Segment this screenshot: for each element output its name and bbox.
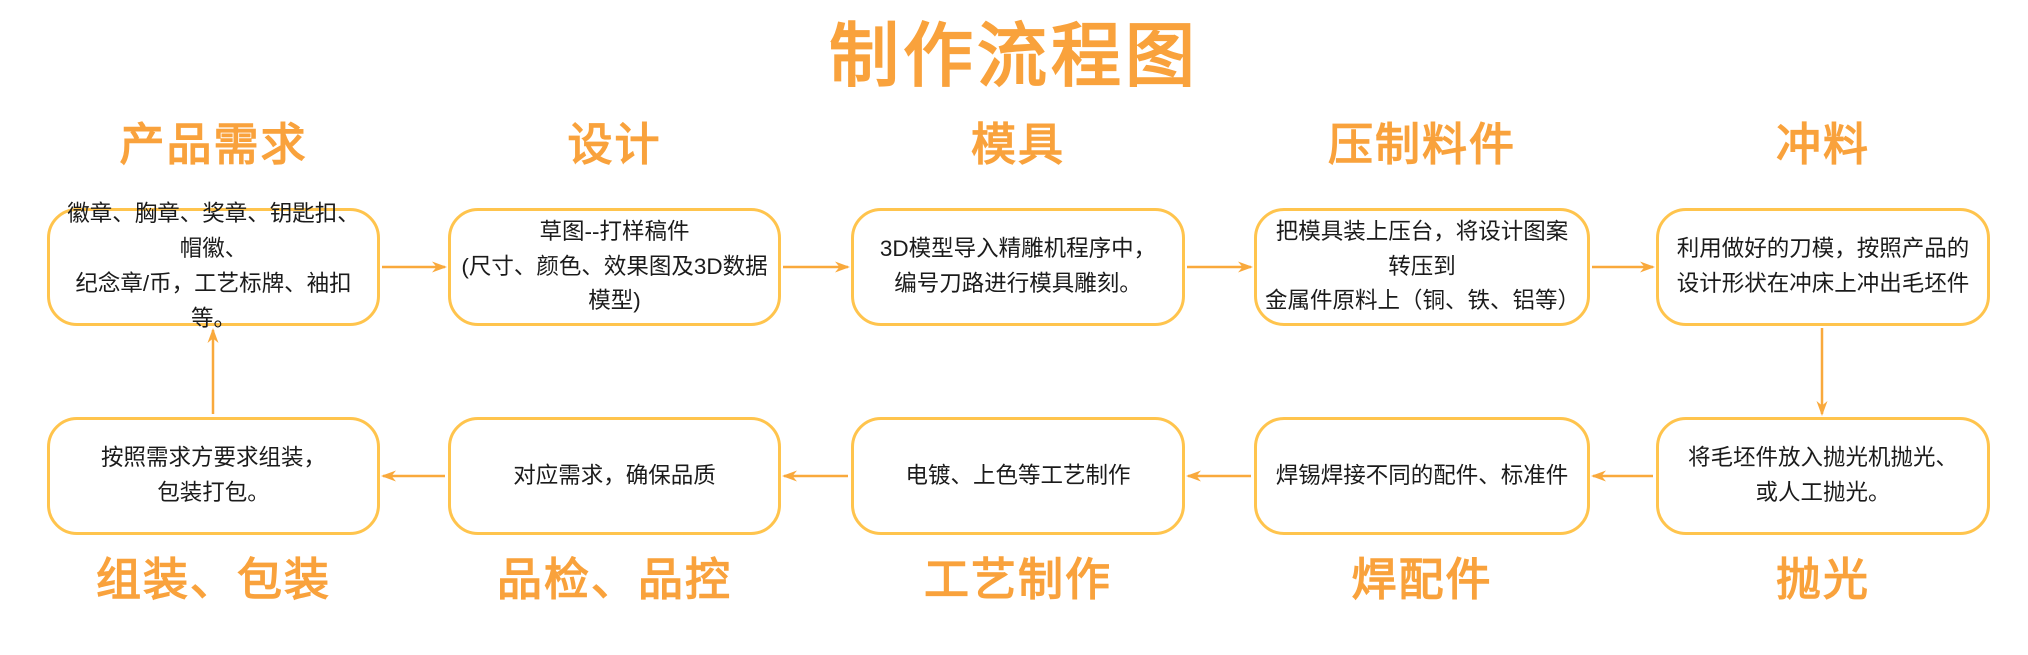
label-craft-finishing: 工艺制作 <box>923 554 1112 605</box>
box-punching-text: 利用做好的刀模，按照产品的 设计形状在冲床上冲出毛坯件 <box>1676 236 1970 296</box>
box-craft-finishing: 电镀、上色等工艺制作 <box>851 417 1185 535</box>
box-mold-text: 3D模型导入精雕机程序中， 编号刀路进行模具雕刻。 <box>879 236 1157 296</box>
box-polishing-text: 将毛坯件放入抛光机抛光、 或人工抛光。 <box>1687 445 1958 505</box>
page-title: 制作流程图 <box>829 17 1199 95</box>
label-assembly-packaging: 组装、包装 <box>95 554 331 605</box>
box-assembly-packaging: 按照需求方要求组装， 包装打包。 <box>47 417 380 535</box>
box-welding-accessories-text: 焊锡焊接不同的配件、标准件 <box>1275 462 1569 488</box>
box-product-requirements-text: 徽章、胸章、奖章、钥匙扣、帽徽、 纪念章/币，工艺标牌、袖扣等。 <box>67 201 360 331</box>
box-polishing: 将毛坯件放入抛光机抛光、 或人工抛光。 <box>1656 417 1990 535</box>
box-product-requirements: 徽章、胸章、奖章、钥匙扣、帽徽、 纪念章/币，工艺标牌、袖扣等。 <box>47 201 380 331</box>
box-mold: 3D模型导入精雕机程序中， 编号刀路进行模具雕刻。 <box>851 208 1185 326</box>
label-punching: 冲料 <box>1775 119 1870 170</box>
box-welding-accessories: 焊锡焊接不同的配件、标准件 <box>1254 417 1590 535</box>
box-design: 草图--打样稿件 (尺寸、颜色、效果图及3D数据模型) <box>448 208 781 326</box>
label-polishing: 抛光 <box>1775 554 1870 605</box>
box-assembly-packaging-text: 按照需求方要求组装， 包装打包。 <box>100 445 326 505</box>
box-quality-control-text: 对应需求，确保品质 <box>513 462 716 488</box>
box-punching: 利用做好的刀模，按照产品的 设计形状在冲床上冲出毛坯件 <box>1656 208 1990 326</box>
box-pressing-text: 把模具装上压台，将设计图案转压到 金属件原料上（铜、铁、铝等） <box>1265 218 1581 314</box>
box-design-text: 草图--打样稿件 (尺寸、颜色、效果图及3D数据模型) <box>461 218 768 314</box>
label-product-requirements: 产品需求 <box>119 119 308 170</box>
label-quality-control: 品检、品控 <box>496 554 732 605</box>
box-quality-control: 对应需求，确保品质 <box>448 417 781 535</box>
label-mold: 模具 <box>970 119 1065 170</box>
label-welding-accessories: 焊配件 <box>1351 554 1493 605</box>
box-craft-finishing-text: 电镀、上色等工艺制作 <box>905 462 1131 488</box>
box-pressing: 把模具装上压台，将设计图案转压到 金属件原料上（铜、铁、铝等） <box>1254 208 1590 326</box>
label-design: 设计 <box>567 119 662 170</box>
label-pressing: 压制料件 <box>1327 119 1516 170</box>
